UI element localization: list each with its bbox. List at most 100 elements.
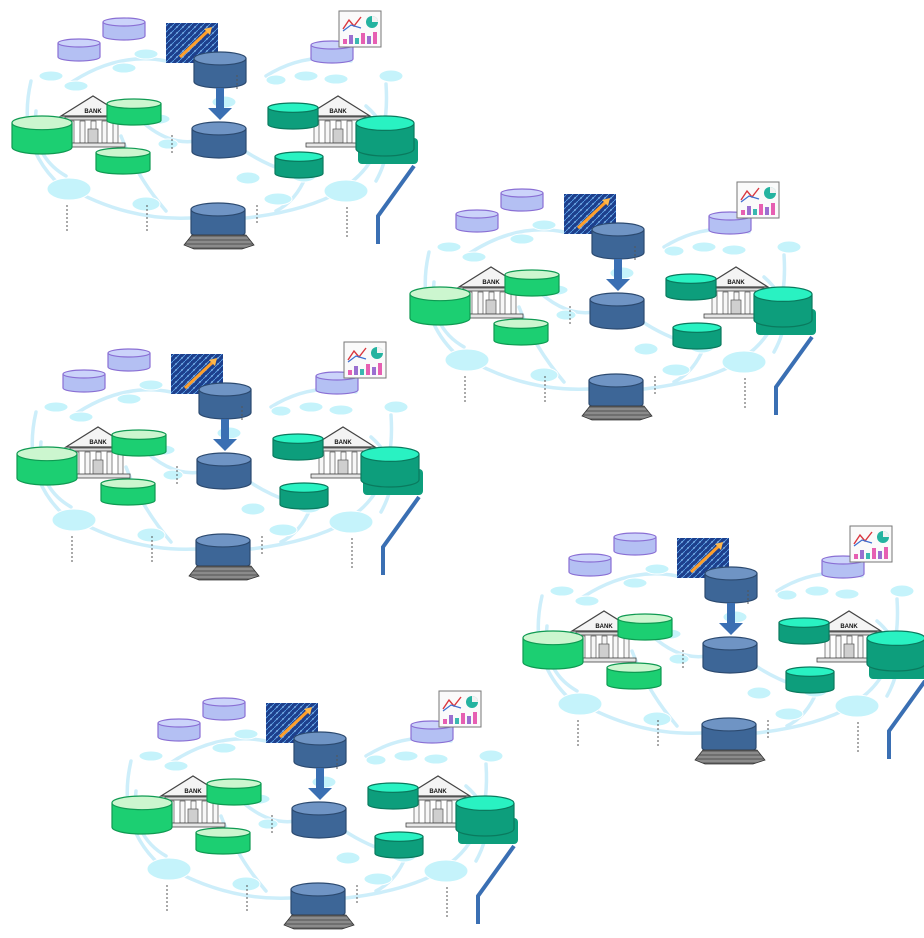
bank-building-icon: BANK [308, 426, 378, 479]
bank-door [87, 128, 99, 144]
down-arrow-shaft [216, 88, 224, 110]
photo-arrowhead [209, 358, 217, 366]
flow-bubble [555, 309, 577, 321]
cylinder-body [195, 832, 251, 855]
flow-bubble [776, 589, 798, 601]
cylinder-top [272, 433, 324, 444]
down-arrow-shaft [221, 419, 229, 441]
flow-bubble [116, 393, 142, 405]
flow-bubble [622, 577, 648, 589]
analytics-chart-icon [438, 690, 482, 728]
flow-bubble [461, 251, 487, 263]
document-stack-icon [581, 405, 653, 421]
bank-b-database [374, 831, 424, 859]
bank-label: BANK [334, 440, 352, 446]
flow-bubble [642, 711, 672, 727]
cylinder-top [106, 98, 162, 109]
cylinder-body [100, 483, 156, 506]
chart-bar [449, 715, 453, 724]
bank-column [499, 291, 506, 315]
chart-bar [461, 713, 465, 724]
chart-bar [467, 716, 471, 724]
flow-bubble [436, 241, 462, 253]
chart-line [740, 195, 760, 203]
central-database [191, 121, 247, 159]
central-database [591, 222, 645, 260]
bank-column [744, 291, 751, 315]
down-arrow-shaft [614, 259, 622, 281]
analytics-chart-icon [849, 525, 893, 563]
cylinder-body [157, 723, 201, 742]
cylinder-top [198, 382, 252, 397]
cylinder-body [355, 123, 415, 157]
cylinder-top [62, 369, 106, 379]
central-database [589, 292, 645, 330]
bank-column [857, 635, 864, 659]
cylinder-top [778, 617, 830, 628]
flow-bubble [68, 411, 94, 423]
bank-column [351, 451, 358, 475]
cylinder-body [409, 293, 471, 326]
large-flow-bubble [328, 510, 374, 534]
flow-bubble [268, 523, 298, 537]
flow-arc [575, 572, 679, 603]
cylinder-body [111, 802, 173, 835]
chart-bar [378, 363, 382, 375]
flow-bubble [162, 469, 184, 481]
flow-bubble [721, 244, 747, 256]
cylinder-top [504, 269, 560, 280]
cylinder-top [202, 697, 246, 707]
central-database [290, 882, 346, 920]
cylinder-top [360, 446, 420, 462]
bank-label: BANK [329, 109, 347, 115]
bank-door [332, 128, 344, 144]
cylinder-body [866, 638, 924, 672]
cylinder-body [16, 453, 78, 486]
cylinder-top [606, 662, 662, 673]
cylinder-top [702, 636, 758, 651]
cylinder-body [410, 725, 454, 744]
bank-b-database [866, 630, 924, 672]
flow-bubble [163, 760, 189, 772]
flow-bubble [138, 750, 164, 762]
flow-bubble [211, 742, 237, 754]
chart-pie-slice [377, 347, 383, 353]
chart-line [342, 16, 362, 30]
connector-line [376, 164, 416, 244]
large-flow-bubble [46, 177, 92, 201]
cylinder-top [57, 38, 101, 48]
bank-b-database [778, 617, 830, 645]
bank-building-icon: BANK [63, 426, 133, 479]
flow-arc [164, 737, 268, 768]
down-arrow-head [213, 439, 237, 451]
flow-bubble [63, 80, 89, 92]
flow-bubble [233, 728, 259, 740]
cylinder-top [157, 718, 201, 728]
bank-label: BANK [482, 280, 500, 286]
bank-column [612, 635, 619, 659]
flow-bubble [323, 73, 349, 85]
chart-line [442, 704, 462, 712]
central-database [196, 452, 252, 490]
bank-a-database [206, 778, 262, 806]
cylinder-body [522, 637, 584, 670]
chart-line [853, 539, 873, 547]
bank-a-database [606, 662, 662, 690]
large-flow-bubble [834, 694, 880, 718]
diagram-copy-3: BANK BANK [16, 341, 423, 581]
bank-b-database [753, 286, 813, 328]
data-source-cylinder [57, 38, 101, 62]
cylinder-body [196, 459, 252, 490]
bank-b-database [672, 322, 722, 350]
bank-roof [814, 610, 884, 632]
cylinder-body [291, 808, 347, 839]
bank-column [590, 635, 597, 659]
chart-bar [343, 39, 347, 44]
chart-pie-slice [472, 696, 478, 702]
bank-column [346, 120, 353, 144]
cylinder-top [753, 286, 813, 302]
